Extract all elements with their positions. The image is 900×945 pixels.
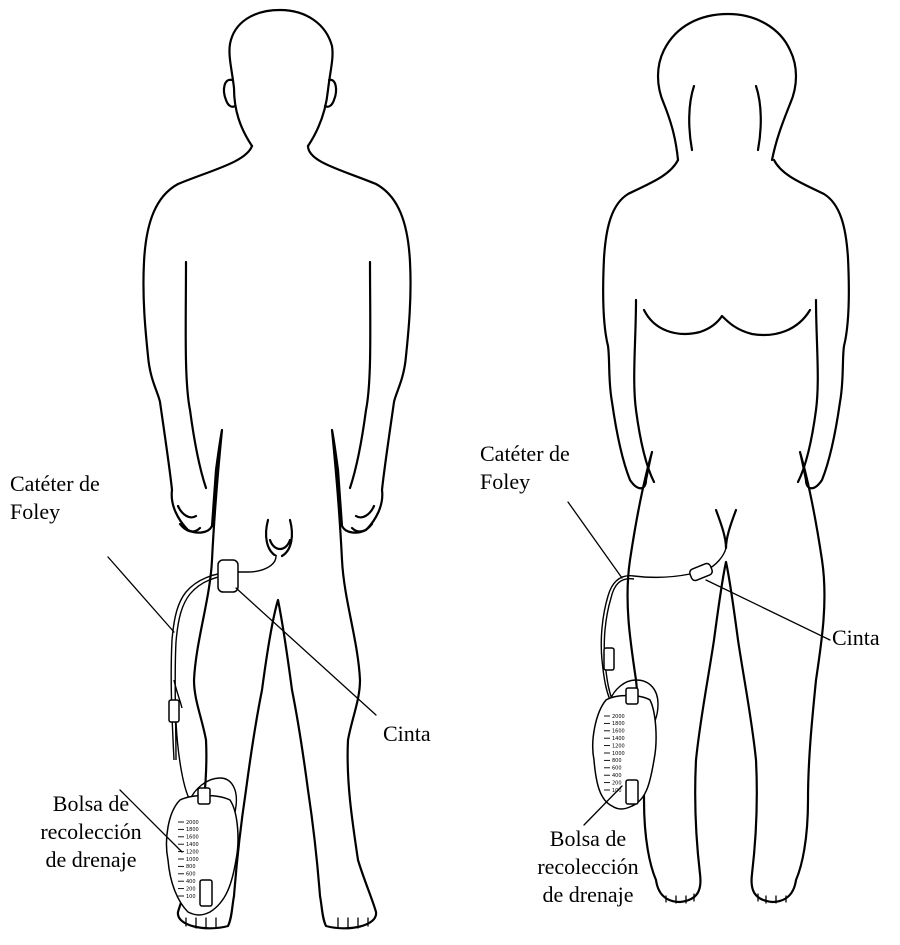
male-genitals [266,520,292,556]
male-right-hand [352,506,374,531]
female-catheter-label: Catéter de Foley [480,440,570,496]
bag-scale-value: 1200 [186,849,199,855]
male-left-arm-inner [186,262,206,488]
bag-scale-value: 1600 [186,835,199,841]
female-connector [604,648,614,670]
bag-scale-value: 400 [612,773,622,779]
bag-scale-value: 100 [612,788,622,794]
bag-scale-value: 100 [186,894,196,900]
male-left-hand [178,506,200,531]
bag-scale-value: 200 [612,780,622,786]
female-tape-leader [706,580,830,640]
female-bag-label-line-2: recolección [528,853,648,881]
bag-scale-value: 1800 [612,721,625,727]
female-bag-label-line-1: Bolsa de [528,825,648,853]
female-bust [644,310,810,335]
bag-scale-value: 2000 [186,820,199,826]
female-tape [689,562,714,581]
bag-scale-value: 1200 [612,743,625,749]
male-figure [143,10,410,928]
male-catheter-label-line-2: Foley [10,498,100,526]
female-bag-label: Bolsa de recolección de drenaje [528,825,648,909]
bag-scale-value: 1000 [186,857,199,863]
male-tape-label: Cinta [383,720,431,748]
male-bag-label-line-1: Bolsa de [26,790,156,818]
female-hair [658,14,796,160]
bag-scale-value: 1600 [612,729,625,735]
male-catheter-label: Catéter de Foley [10,470,100,526]
female-catheter-leader [568,502,622,578]
bag-scale-value: 800 [186,864,196,870]
male-bag-label-line-3: de drenaje [26,846,156,874]
bag-scale-value: 1400 [612,736,625,742]
male-right-arm-inner [350,262,370,488]
female-bag-label-line-3: de drenaje [528,881,648,909]
female-pubic [716,510,736,548]
bag-scale-value: 1800 [186,827,199,833]
bag-scale-value: 2000 [612,714,625,720]
male-head [229,10,332,146]
male-catheter-leader [108,557,174,632]
male-bag-label-line-2: recolección [26,818,156,846]
male-bag-label: Bolsa de recolección de drenaje [26,790,156,874]
male-catheter-label-line-1: Catéter de [10,470,100,498]
bag-scale-value: 1000 [612,751,625,757]
female-catheter-label-line-1: Catéter de [480,440,570,468]
bag-scale-value: 200 [186,886,196,892]
bag-scale-value: 400 [186,879,196,885]
bag-scale-value: 600 [612,766,622,772]
male-connector [169,700,179,722]
bag-scale-value: 800 [612,758,622,764]
female-tape-label: Cinta [832,624,880,652]
male-tape-leader [236,588,376,715]
bag-scale-value: 600 [186,872,196,878]
male-tape [218,560,238,592]
bag-scale-value: 1400 [186,842,199,848]
female-catheter-label-line-2: Foley [480,468,570,496]
female-face [689,86,761,150]
